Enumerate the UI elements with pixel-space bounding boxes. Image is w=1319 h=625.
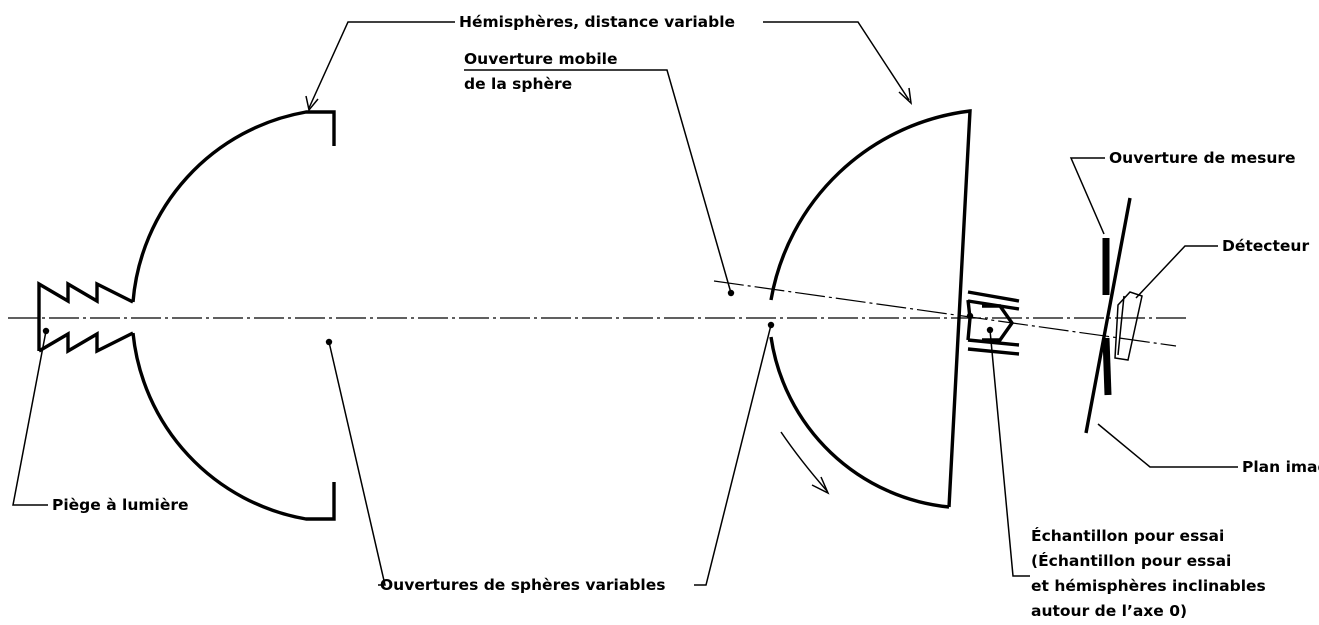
label-light-trap: Piège à lumière bbox=[52, 496, 189, 514]
leader-apertures-right bbox=[694, 324, 772, 586]
left-hemisphere bbox=[131, 110, 336, 303]
tilted-axis bbox=[713, 280, 1177, 347]
label-hemispheres: Hémisphères, distance variable bbox=[459, 13, 735, 31]
leader-detector bbox=[1135, 245, 1218, 299]
detector bbox=[1114, 291, 1143, 361]
label-specimen-2: (Échantillon pour essai bbox=[1031, 551, 1231, 570]
right-hemisphere-upper bbox=[769, 109, 972, 508]
rotation-arrowhead bbox=[811, 476, 830, 495]
left-hemisphere-lower bbox=[131, 332, 336, 521]
leader-light-trap bbox=[12, 330, 48, 506]
label-specimen-3: et hémisphères inclinables bbox=[1031, 577, 1266, 595]
right-hemisphere-lower bbox=[769, 336, 950, 509]
leader-arrowhead-left bbox=[305, 95, 319, 112]
leader-measuring-aperture bbox=[1069, 157, 1105, 235]
label-detector: Détecteur bbox=[1222, 237, 1309, 255]
leader-hemispheres-left bbox=[308, 21, 455, 109]
label-variable-sphere-apertures: Ouvertures de sphères variables bbox=[380, 576, 665, 594]
image-plane bbox=[1084, 197, 1132, 434]
specimen-holder bbox=[966, 290, 1020, 356]
leader-mobile-aperture bbox=[464, 69, 732, 294]
rotation-arrow bbox=[780, 431, 828, 492]
label-specimen-4: autour de l’axe 0) bbox=[1031, 602, 1187, 620]
label-specimen-1: Échantillon pour essai bbox=[1031, 526, 1224, 545]
leader-apertures-left bbox=[328, 341, 386, 586]
leader-specimen bbox=[989, 329, 1030, 577]
leader-image-plane bbox=[1097, 423, 1238, 468]
leader-hemispheres-right bbox=[763, 21, 910, 101]
tilt-axis-point bbox=[966, 312, 974, 320]
label-measuring-aperture: Ouverture de mesure bbox=[1109, 149, 1296, 167]
measuring-aperture-lower bbox=[1102, 337, 1112, 396]
light-trap bbox=[37, 281, 134, 354]
label-mobile-aperture-2: de la sphère bbox=[464, 75, 572, 93]
label-mobile-aperture-1: Ouverture mobile bbox=[464, 50, 618, 68]
label-image-plane: Plan image bbox=[1242, 458, 1319, 476]
leader-arrowhead-right bbox=[898, 87, 913, 105]
